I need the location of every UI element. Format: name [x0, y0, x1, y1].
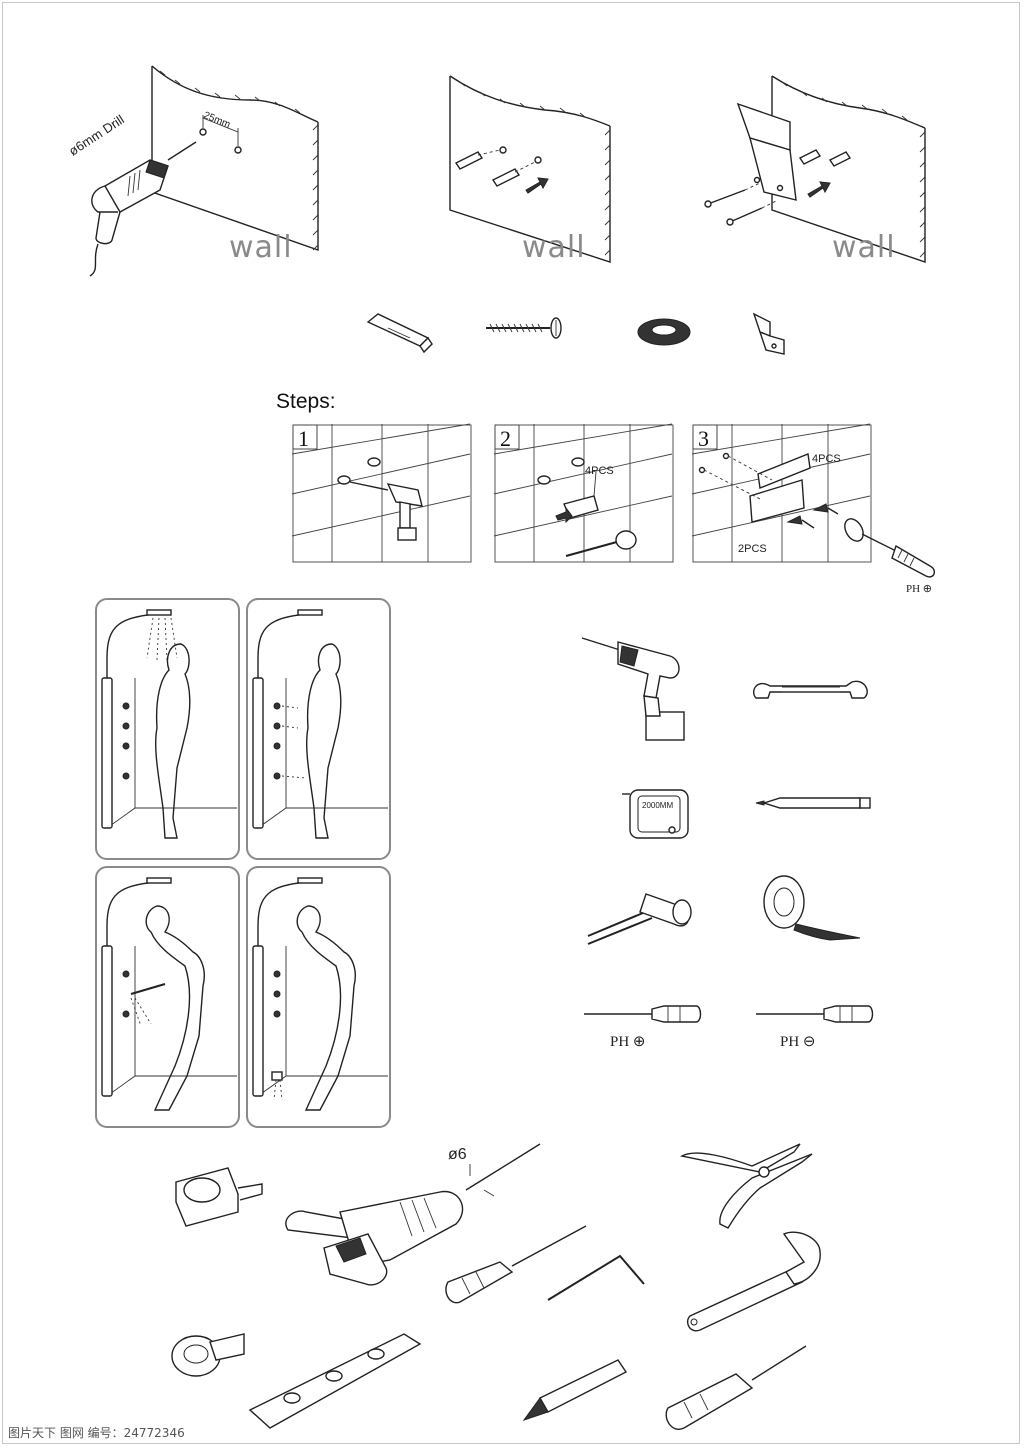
wall-label-2: wall [522, 230, 586, 265]
wall-drilling-diagram [89, 65, 926, 277]
bracket-icon [752, 312, 785, 355]
wall-label-3: wall [832, 230, 896, 265]
step-1-number: 1 [298, 426, 309, 451]
step-1-diagram [291, 423, 472, 563]
step-2-pcs-label: 4PCS [585, 465, 614, 477]
usage-panel-hand-shower [95, 866, 240, 1128]
teflon-tape-icon [763, 875, 861, 941]
pliers-icon [680, 1143, 813, 1229]
bottom-screwdriver-icon [445, 1225, 587, 1304]
bottom-teflon-tape-icon [171, 1333, 245, 1377]
pencil-icon [755, 797, 871, 809]
usage-panel-tub-spout [246, 866, 391, 1128]
flathead-label: PH ⊖ [780, 1034, 816, 1050]
bottom-screwdriver-2-icon [665, 1345, 807, 1430]
spirit-level-icon [248, 1333, 422, 1429]
bottom-pencil-icon [522, 1359, 628, 1421]
bottom-drill-icon [285, 1143, 541, 1286]
steps-title: Steps: [276, 390, 336, 413]
screw-icon [486, 317, 562, 339]
washer-icon [637, 318, 691, 346]
step-2-diagram [493, 423, 674, 563]
step-2-number: 2 [500, 426, 511, 451]
step-3-diagram [691, 423, 936, 578]
wrench-icon [752, 680, 868, 699]
wall-label-1: wall [229, 230, 293, 265]
step-3-pcs-4-label: 4PCS [812, 453, 841, 465]
bottom-drill-size-label: ø6 [448, 1146, 467, 1163]
phillips-screwdriver-icon [584, 1005, 702, 1023]
phillips-label: PH ⊕ [610, 1034, 646, 1050]
tape-measure-icon [622, 789, 689, 839]
usage-panel-body-jets [246, 598, 391, 860]
bottom-tools-illustration [171, 1143, 821, 1430]
bottom-tape-measure-icon [175, 1167, 263, 1227]
step-3-number: 3 [698, 426, 709, 451]
step-3-pcs-2-label: 2PCS [738, 543, 767, 555]
flathead-screwdriver-icon [756, 1005, 874, 1023]
wall-anchor-icon [366, 313, 433, 354]
hex-key-icon [547, 1254, 645, 1301]
adjustable-wrench-icon [686, 1231, 821, 1332]
watermark: 图片天下 图网 编号：24772346 [8, 1426, 185, 1440]
shower-usage-figures [101, 609, 388, 1111]
step-3-ph-label: PH ⊕ [906, 583, 933, 595]
spout-wrench-icon [587, 893, 692, 945]
drill-icon [581, 637, 685, 741]
usage-panel-rain-shower [95, 598, 240, 860]
tools-grid [581, 637, 874, 1023]
tape-measure-label: 2000MM [642, 801, 674, 810]
parts-row [366, 312, 785, 355]
